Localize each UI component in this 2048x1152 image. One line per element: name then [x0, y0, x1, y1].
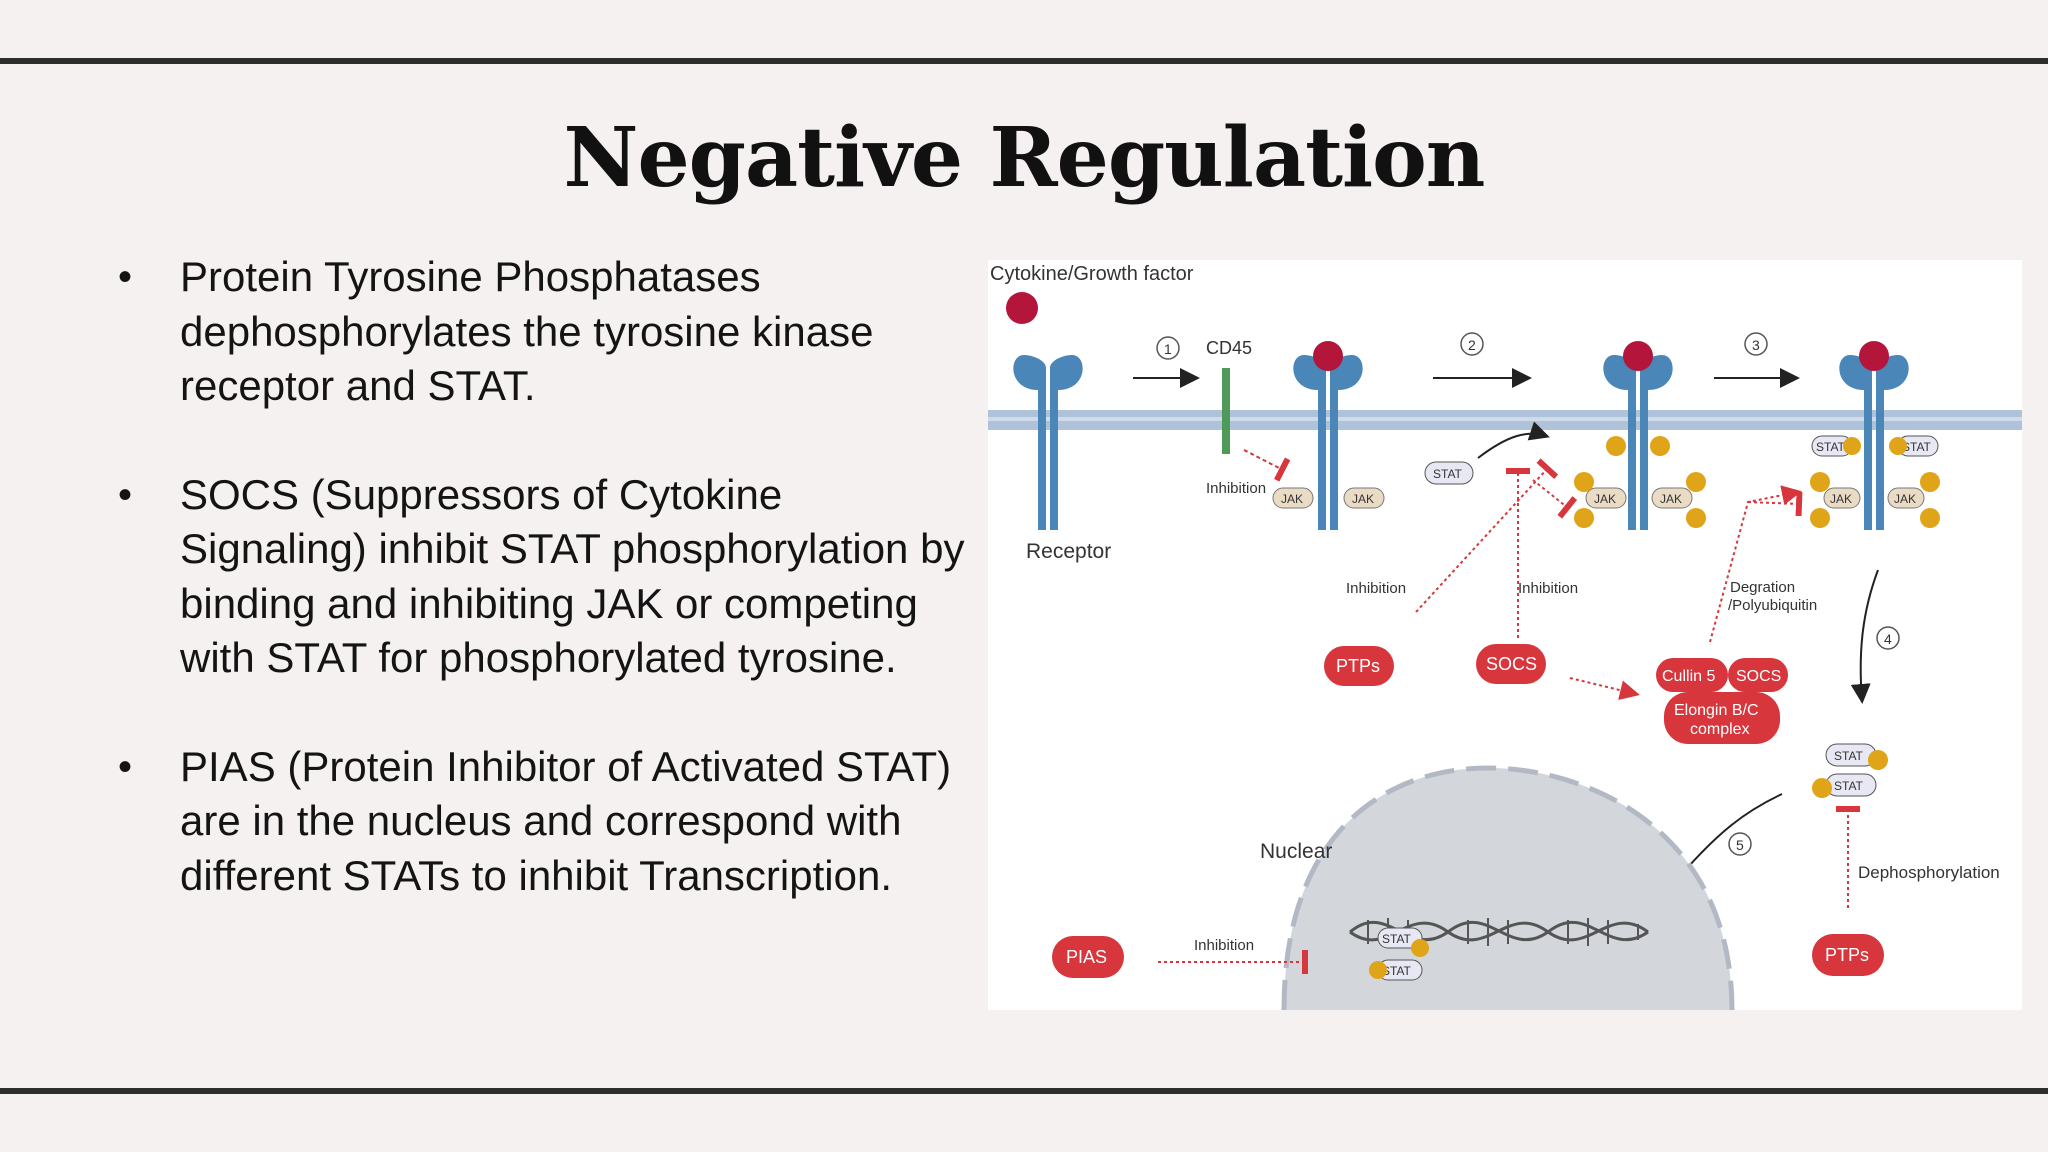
jak-protein-icon: [1585, 487, 1627, 509]
jak-protein-icon: [1651, 487, 1693, 509]
bullet-dot-icon: •: [118, 255, 133, 299]
receptor-label: Receptor: [1026, 540, 1111, 563]
cytokine-label: Cytokine/Growth factor: [990, 263, 1194, 285]
bullet-text: PIAS (Protein Inhibitor of Activated STA…: [180, 742, 952, 899]
slide-title: Negative Regulation: [563, 110, 1486, 206]
stat-label: STAT: [1816, 440, 1846, 454]
stat-label: STAT: [1834, 779, 1864, 793]
elongin-label: Elongin B/C: [1674, 702, 1759, 719]
stat-label: STAT: [1382, 964, 1412, 978]
step-4-label: 4: [1884, 631, 1892, 647]
step-2-label: 2: [1468, 337, 1476, 353]
cullin-5-badge: [1656, 658, 1728, 692]
degradation-label: Degration: [1730, 579, 1795, 596]
inhibition-label: Inhibition: [1194, 937, 1254, 954]
step-5-label: 5: [1736, 837, 1744, 853]
stat-protein-icon: [1424, 461, 1474, 485]
jak-protein-icon: [1343, 487, 1385, 509]
step-1-label: 1: [1164, 341, 1172, 357]
jak-label: JAK: [1894, 492, 1916, 506]
bullet-item: • SOCS (Suppressors of Cytokine Signaling…: [110, 468, 970, 686]
ptps-badge: [1324, 646, 1394, 686]
bullet-item: • Protein Tyrosine Phosphatases dephospho…: [110, 250, 970, 414]
elongin-label: complex: [1690, 721, 1750, 738]
bullet-text: SOCS (Suppressors of Cytokine Signaling)…: [180, 470, 965, 682]
bullet-dot-icon: •: [118, 744, 133, 789]
degradation-label: /Polyubiquitin: [1728, 597, 1817, 614]
cytokine-ligand-icon: [1006, 292, 1038, 324]
stat-protein-icon: [1377, 927, 1423, 949]
jak-label: JAK: [1830, 492, 1852, 506]
ptps-label: PTPs: [1336, 656, 1380, 676]
cd45-label: CD45: [1206, 338, 1252, 358]
cd45-phosphatase-icon: [1222, 368, 1230, 454]
bullet-text: Protein Tyrosine Phosphatases dephosphor…: [180, 253, 874, 409]
socs-label: SOCS: [1736, 668, 1781, 685]
inhibition-label: Inhibition: [1206, 480, 1266, 497]
ptps-badge: [1812, 934, 1884, 976]
socs-badge: [1728, 658, 1788, 692]
stat-label: STAT: [1834, 749, 1864, 763]
receptor-unbound-icon: [1013, 355, 1083, 530]
bullet-dot-icon: •: [118, 472, 133, 517]
bullet-list: • Protein Tyrosine Phosphatases dephospho…: [110, 250, 970, 957]
jak-stat-regulation-diagram: Cytokine/Growth factor Receptor 1 CD45 I…: [988, 260, 2022, 1010]
stat-label: STAT: [1902, 440, 1932, 454]
socs-badge: [1476, 644, 1546, 684]
top-rule: [0, 58, 2048, 64]
nuclear-label: Nuclear: [1260, 840, 1332, 863]
jak-protein-icon: [1272, 487, 1314, 509]
pias-badge: [1052, 936, 1124, 978]
jak-protein-icon: [1887, 487, 1925, 509]
inhibition-label: Inhibition: [1518, 580, 1578, 597]
inhibition-label: Inhibition: [1346, 580, 1406, 597]
receptor-phosphorylated-icon: [1603, 341, 1673, 530]
receptor-bound-icon: [1293, 341, 1363, 530]
dephosphorylation-label: Dephosphorylation: [1858, 863, 2000, 882]
jak-label: JAK: [1281, 492, 1303, 506]
jak-label: JAK: [1594, 492, 1616, 506]
elongin-complex-badge: [1664, 692, 1780, 744]
nucleus-shape: [1284, 768, 1732, 1010]
jak-protein-icon: [1823, 487, 1861, 509]
step-3-label: 3: [1752, 337, 1760, 353]
receptor-stat-bound-icon: [1839, 341, 1909, 530]
ptps-label: PTPs: [1825, 945, 1869, 965]
stat-label: STAT: [1433, 467, 1463, 481]
bottom-rule: [0, 1088, 2048, 1094]
cullin-label: Cullin 5: [1662, 668, 1715, 685]
pias-label: PIAS: [1066, 947, 1107, 967]
bullet-item: • PIAS (Protein Inhibitor of Activated ST…: [110, 740, 970, 904]
jak-label: JAK: [1660, 492, 1682, 506]
socs-label: SOCS: [1486, 654, 1537, 674]
stat-label: STAT: [1382, 932, 1412, 946]
jak-label: JAK: [1352, 492, 1374, 506]
